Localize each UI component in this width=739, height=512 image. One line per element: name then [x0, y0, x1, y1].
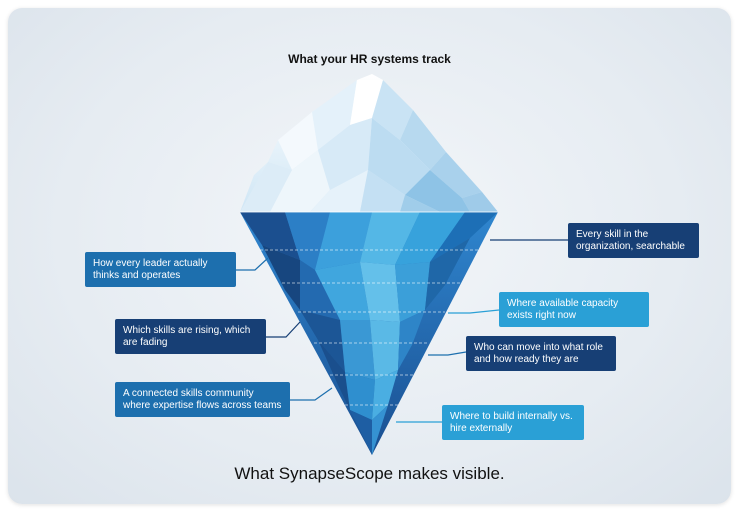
page-title-top: What your HR systems track — [288, 52, 451, 66]
label-skill-search: Every skill in the organization, searcha… — [568, 223, 699, 258]
label-mobility: Who can move into what role and how read… — [466, 336, 616, 371]
label-leader-thinking: How every leader actually thinks and ope… — [85, 252, 236, 287]
label-skills-trend: Which skills are rising, which are fadin… — [115, 319, 266, 354]
iceberg-tip — [240, 74, 498, 212]
label-capacity: Where available capacity exists right no… — [499, 292, 649, 327]
label-community: A connected skills community where exper… — [115, 382, 290, 417]
connector-lines — [236, 239, 568, 423]
iceberg-base — [240, 212, 498, 455]
page-title-bottom: What SynapseScope makes visible. — [234, 464, 505, 483]
label-build-vs-hire: Where to build internally vs. hire exter… — [442, 405, 584, 440]
depth-layers — [260, 249, 478, 406]
